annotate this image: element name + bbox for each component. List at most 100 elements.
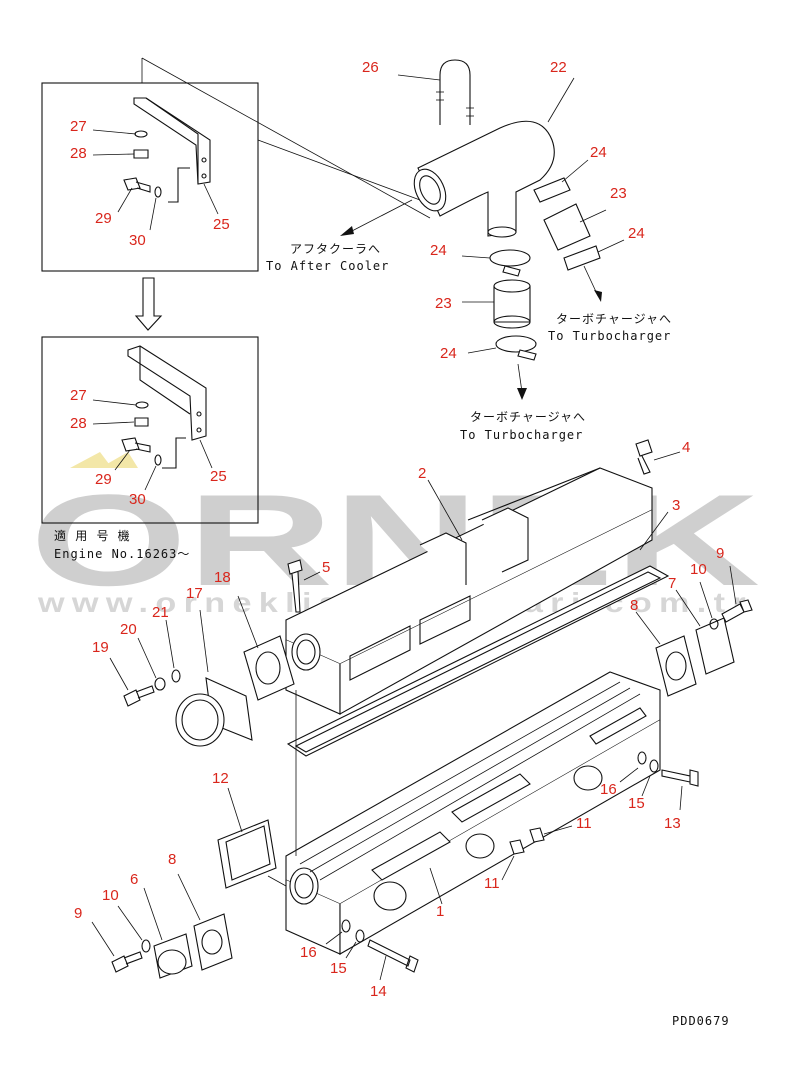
turbo2-jp: ターボチャージャへ — [470, 410, 586, 424]
turbo2-en: To Turbocharger — [460, 428, 583, 442]
callout-11-right: 11 — [576, 815, 592, 832]
turbo1-jp: ターボチャージャへ — [556, 312, 672, 326]
inset-lower-frame — [41, 336, 259, 524]
gasket-12 — [217, 819, 277, 889]
washer-27-upper — [134, 130, 148, 138]
callout-23-right: 23 — [610, 185, 627, 202]
callout-30-upper: 30 — [129, 232, 146, 249]
washer-21 — [171, 669, 181, 683]
bolt-19 — [123, 685, 155, 707]
callout-25-upper: 25 — [213, 216, 230, 233]
callout-25-lower: 25 — [210, 468, 227, 485]
gasket-18 — [243, 635, 295, 701]
bolt-9-left — [111, 951, 143, 973]
callout-24-center-top: 24 — [430, 242, 447, 259]
callout-6: 6 — [130, 871, 138, 888]
callout-10-left: 10 — [102, 887, 119, 904]
callout-14: 14 — [370, 983, 387, 1000]
callout-24-center-bottom: 24 — [440, 345, 457, 362]
bolt-29-upper — [123, 177, 151, 193]
callout-27-upper: 27 — [70, 118, 87, 135]
clamp-24-right-bottom — [563, 245, 601, 271]
callout-9-left: 9 — [74, 905, 82, 922]
hose-23-right — [543, 203, 591, 251]
bracket-25-lower — [127, 345, 207, 441]
callout-4: 4 — [682, 439, 690, 456]
washer-15-bottom — [355, 929, 365, 943]
callout-8-right: 8 — [630, 597, 638, 614]
callout-9-right: 9 — [716, 545, 724, 562]
callout-24-right-top: 24 — [590, 144, 607, 161]
clamp-24-center-bottom — [495, 335, 537, 353]
inset-upper: 27 28 29 30 25 — [41, 82, 259, 272]
clamp-24-right-top — [533, 177, 571, 203]
transition-arrow — [134, 277, 163, 331]
cover-group-right: 7 8 10 9 — [630, 545, 753, 697]
after-cooler-en: To After Cooler — [266, 259, 389, 273]
washer-16-bottom — [341, 919, 351, 933]
callout-19: 19 — [92, 639, 109, 656]
callout-24-right-bottom: 24 — [628, 225, 645, 242]
washer-10-right — [709, 618, 719, 630]
adapter-group-left: 18 17 21 20 19 — [92, 569, 295, 747]
manifold-cover: 4 2 5 — [285, 439, 690, 715]
callout-23-center: 23 — [435, 295, 452, 312]
callout-21: 21 — [152, 604, 169, 621]
callout-30-lower: 30 — [129, 491, 146, 508]
gasket-8-right — [655, 635, 697, 697]
callout-12: 12 — [212, 770, 229, 787]
flange-group-left: 12 8 6 10 9 — [74, 770, 287, 979]
callout-29-lower: 29 — [95, 471, 112, 488]
watermark-logo-mark — [70, 452, 138, 468]
callout-22: 22 — [550, 59, 567, 76]
after-cooler-jp: アフタクーラへ — [290, 242, 381, 256]
bolt-4 — [635, 439, 653, 475]
clamp-24-center-top — [489, 249, 531, 267]
callout-2: 2 — [418, 465, 426, 482]
applicable-jp: 適 用 号 機 — [54, 528, 131, 543]
gasket-3: 3 — [286, 497, 680, 757]
bolt-9-right — [721, 599, 753, 623]
bolt-29-lower — [121, 437, 151, 453]
callout-3: 3 — [672, 497, 680, 514]
callout-15-right: 15 — [628, 795, 645, 812]
bracket-25-upper — [133, 97, 211, 185]
drawing-code: PDD0679 — [672, 1014, 730, 1028]
nut-28-upper — [133, 149, 149, 159]
inset-upper-frame — [41, 82, 259, 272]
washer-16-right — [637, 751, 647, 765]
washer-30-upper — [154, 186, 162, 198]
cover-7 — [695, 617, 735, 675]
bolt-5 — [287, 559, 303, 613]
washer-20 — [154, 677, 166, 691]
nut-28-lower — [134, 417, 149, 427]
washer-27-lower — [135, 401, 149, 409]
manifold-body: 1 11 11 13 15 16 14 15 16 — [285, 671, 699, 1000]
bolt-13 — [661, 769, 699, 787]
callout-27-lower: 27 — [70, 387, 87, 404]
callout-15-bottom: 15 — [330, 960, 347, 977]
u-bolt-26 — [439, 59, 471, 125]
callout-17: 17 — [186, 585, 203, 602]
gasket-3-body — [286, 565, 670, 757]
bolt-14 — [367, 939, 419, 973]
callout-29-upper: 29 — [95, 210, 112, 227]
callout-8-left: 8 — [168, 851, 176, 868]
callout-18: 18 — [214, 569, 231, 586]
callout-20: 20 — [120, 621, 137, 638]
callout-10-right: 10 — [690, 561, 707, 578]
applicable-en: Engine No.16263～ — [54, 547, 190, 561]
inset-lower: 27 28 29 30 25 — [41, 336, 259, 524]
callout-11-left: 11 — [484, 875, 500, 892]
gasket-8-left — [193, 913, 233, 971]
elbow-assembly: 26 22 アフタクーラへ To After Cooler 24 23 24 タ… — [266, 59, 672, 442]
callout-16-bottom: 16 — [300, 944, 317, 961]
washer-10-left — [141, 939, 151, 953]
washer-15-right — [649, 759, 659, 773]
callout-7: 7 — [668, 575, 676, 592]
plug-11-right — [529, 827, 545, 843]
elbow-pipe-22 — [417, 120, 555, 237]
callout-28-lower: 28 — [70, 415, 87, 432]
callout-16-right: 16 — [600, 781, 617, 798]
